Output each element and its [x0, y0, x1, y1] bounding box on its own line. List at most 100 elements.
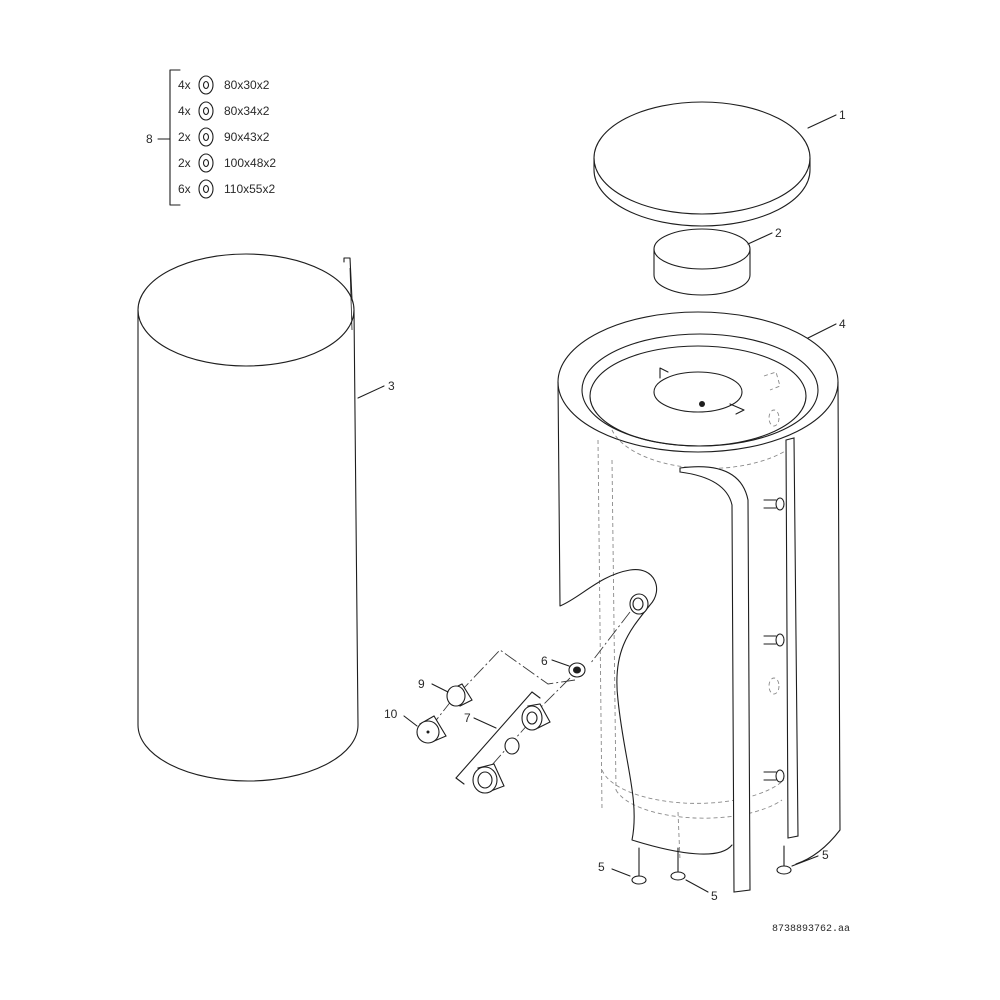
- nut: [472, 766, 498, 794]
- callout-5a: 5: [598, 860, 605, 874]
- sensor-nut: [699, 401, 705, 407]
- kit-qty: 2x: [178, 130, 191, 144]
- port-stub: [763, 499, 777, 509]
- callout-3: 3: [388, 379, 395, 393]
- callout-4-leader: [807, 323, 837, 339]
- kit-size: 80x34x2: [224, 104, 270, 118]
- adapter-large: [521, 705, 543, 731]
- callout-3-leader: [357, 385, 385, 399]
- gasket-icon: [198, 75, 214, 95]
- gasket-hole: [202, 80, 210, 90]
- port-ring: [775, 633, 785, 647]
- leg-hidden: [677, 811, 681, 861]
- kit-qty: 4x: [178, 78, 191, 92]
- cap-9-face: [446, 685, 466, 707]
- callout-7: 7: [464, 711, 471, 725]
- cap-10-center: [426, 730, 430, 734]
- kit-row: 6x 110x55x2: [178, 179, 275, 199]
- cover-edge: [593, 157, 811, 227]
- adapter-small: [504, 737, 520, 755]
- insulation-strip-right: [785, 437, 799, 839]
- gasket-icon: [198, 127, 214, 147]
- callout-7-leader: [473, 717, 497, 729]
- kit-qty: 2x: [178, 156, 191, 170]
- top-cover: 1: [593, 101, 846, 227]
- fitting-6: 6: [541, 654, 586, 678]
- tank-top-opening: [653, 371, 743, 413]
- vessel-left-hidden: [597, 439, 603, 811]
- callout-2: 2: [775, 226, 782, 240]
- cover-face: [593, 101, 811, 215]
- cap-9: 9: [418, 677, 473, 707]
- gasket-hole: [202, 132, 210, 142]
- gasket-hole: [202, 184, 210, 194]
- insulation-strip-left: [679, 466, 751, 893]
- centerline: [461, 649, 576, 691]
- kit-bracket: [169, 69, 181, 206]
- callout-1: 1: [839, 108, 846, 122]
- callout-5c: 5: [822, 848, 829, 862]
- cap-10: 10: [384, 707, 447, 744]
- callout-6: 6: [541, 654, 548, 668]
- tank-right-edge: [837, 381, 841, 831]
- callout-5a-leader: [611, 868, 631, 877]
- callout-6-leader: [551, 659, 570, 667]
- kit-size: 110x55x2: [224, 182, 275, 196]
- fitting-7-set: 7: [455, 691, 551, 794]
- jacket-bottom-rim: [137, 724, 359, 782]
- tank-top-surface: [589, 345, 807, 447]
- kit-row: 2x 100x48x2: [178, 153, 276, 173]
- insulation-disc: 2: [653, 226, 782, 296]
- callout-5b-leader: [685, 879, 709, 893]
- vessel-fitting-hidden: [763, 371, 781, 391]
- jacket-seam-flap: [343, 257, 353, 301]
- tank-assembly: 4: [557, 311, 846, 893]
- callout-9-leader: [431, 683, 449, 693]
- vessel-port-hidden-2: [768, 677, 780, 695]
- foot-pad: [776, 865, 792, 875]
- gasket-icon: [198, 101, 214, 121]
- fitting-6-bore: [573, 666, 581, 674]
- gasket-hole: [202, 158, 210, 168]
- tank-right-bottom: [795, 829, 841, 865]
- jacket-top-rim: [137, 253, 355, 367]
- callout-2-leader: [747, 232, 773, 245]
- foot: 5: [776, 845, 829, 875]
- tank-cutaway-edge: [557, 381, 733, 855]
- disc-side: [653, 248, 751, 296]
- front-port-inner: [632, 597, 644, 611]
- nut-bore: [477, 771, 493, 789]
- gasket-icon: [198, 179, 214, 199]
- bracket-7-line: [455, 691, 533, 779]
- kit-qty: 4x: [178, 104, 191, 118]
- kit-size: 100x48x2: [224, 156, 276, 170]
- callout-10-leader: [403, 715, 418, 727]
- kit-row: 4x 80x30x2: [178, 75, 270, 95]
- gasket-hole: [202, 106, 210, 116]
- adapter-large-bore: [526, 711, 538, 725]
- callout-4: 4: [839, 317, 846, 331]
- port-stub: [763, 771, 777, 781]
- adjustable-feet: 5 5 5: [598, 845, 829, 903]
- bracket-7-end: [531, 691, 541, 699]
- callout-1-leader: [807, 114, 837, 129]
- vessel-bottom-hidden: [601, 769, 785, 804]
- port-fittings: [763, 497, 785, 783]
- jacket-sheet: 3: [137, 253, 395, 782]
- foot: 5: [670, 847, 718, 903]
- vessel-left-hidden-2: [611, 459, 617, 791]
- jacket-right-edge: [353, 309, 359, 726]
- vessel-bottom-hidden-2: [615, 789, 783, 819]
- centerline: [589, 611, 631, 665]
- vessel-port-hidden: [768, 409, 780, 427]
- kit-row: 2x 90x43x2: [178, 127, 270, 147]
- port-ring: [775, 769, 785, 783]
- foot-pad: [670, 871, 686, 881]
- foot-pad: [631, 875, 647, 885]
- callout-10: 10: [384, 707, 398, 721]
- kit-row: 4x 80x34x2: [178, 101, 270, 121]
- callout-5b: 5: [711, 889, 718, 903]
- parts-kit: 8 4x 80x30x2 4x 80x34x2 2x 90x43x2 2x 10…: [146, 69, 276, 206]
- gasket-icon: [198, 153, 214, 173]
